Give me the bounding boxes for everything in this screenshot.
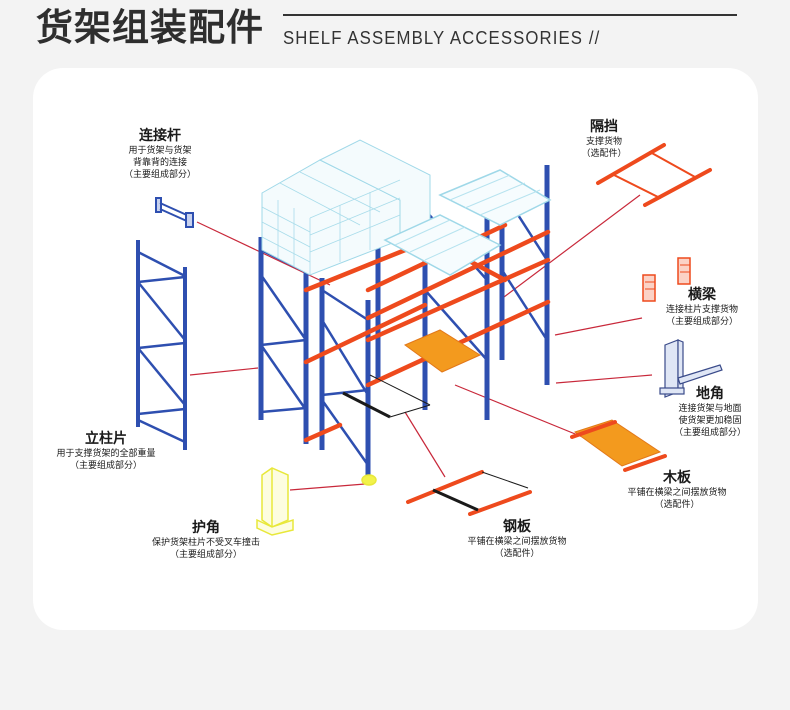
label-name: 隔挡 — [590, 119, 618, 135]
label-name: 木板 — [663, 470, 691, 486]
label-desc: 支撑货物 — [585, 137, 622, 147]
label-name: 横梁 — [688, 287, 716, 303]
leader-guard — [289, 483, 366, 491]
installed-column-guard — [361, 474, 377, 486]
label-name: 钢板 — [503, 519, 531, 535]
column-guard-part — [256, 467, 377, 536]
title-divider — [283, 14, 737, 16]
label-desc: 连接柱片支撑货物 — [665, 305, 738, 315]
label-beam: 横梁 连接柱片支撑货物 （主要组成部分） — [640, 286, 764, 328]
label-desc: 用于货架与货架 — [128, 146, 192, 156]
connector-part — [155, 197, 194, 228]
label-desc: 用于支撑货架的全部重量 — [56, 449, 156, 459]
label-floor-anchor: 地角 连接货架与地面 使货架更加稳固 （主要组成部分） — [660, 385, 760, 439]
label-desc: （主要组成部分） — [69, 461, 142, 471]
label-desc: （选配件） — [581, 149, 627, 159]
label-desc: 背靠背的连接 — [132, 158, 187, 168]
label-name: 连接杆 — [139, 128, 181, 144]
page-subtitle: SHELF ASSEMBLY ACCESSORIES // — [283, 28, 601, 48]
divider-part — [596, 143, 712, 207]
pallet-load — [261, 139, 431, 276]
label-column-guard: 护角 保护货架柱片不受叉车撞击 （主要组成部分） — [138, 519, 274, 561]
floor-anchor-part — [659, 339, 723, 398]
label-desc: （选配件） — [494, 549, 540, 559]
label-wood-board: 木板 平铺在横梁之间摆放货物 （选配件） — [612, 469, 742, 511]
label-connector: 连接杆 用于货架与货架 背靠背的连接 （主要组成部分） — [97, 127, 223, 181]
leader-beam — [554, 317, 643, 336]
upright-frame-part — [136, 240, 187, 450]
leader-steel — [404, 411, 446, 478]
label-divider: 隔挡 支撑货物 （选配件） — [564, 118, 644, 160]
label-desc: 平铺在横梁之间摆放货物 — [467, 537, 567, 547]
label-desc: 连接货架与地面 — [678, 404, 742, 414]
leader-upright — [189, 367, 259, 376]
label-name: 立柱片 — [85, 431, 127, 447]
installed-wood-board — [403, 329, 482, 373]
label-upright-frame: 立柱片 用于支撑货架的全部重量 （主要组成部分） — [44, 430, 168, 472]
label-desc: 保护货架柱片不受叉车撞击 — [151, 538, 260, 548]
wood-board-part — [570, 419, 667, 472]
steel-panel-part — [406, 470, 532, 516]
label-name: 地角 — [696, 386, 724, 402]
label-desc: （主要组成部分） — [673, 428, 746, 438]
label-desc: （选配件） — [654, 500, 700, 510]
leader-wood — [454, 384, 586, 439]
label-desc: 平铺在横梁之间摆放货物 — [627, 488, 727, 498]
pallets-empty — [383, 169, 552, 276]
leader-anchor — [555, 374, 653, 384]
label-desc: （主要组成部分） — [169, 550, 242, 560]
installed-steel-panel — [342, 374, 431, 419]
label-desc: （主要组成部分） — [665, 317, 738, 327]
label-steel-panel: 钢板 平铺在横梁之间摆放货物 （选配件） — [452, 518, 582, 560]
leader-divider — [499, 194, 641, 301]
label-name: 护角 — [192, 520, 220, 536]
beam-part — [642, 257, 691, 302]
label-desc: 使货架更加稳固 — [678, 416, 742, 426]
label-desc: （主要组成部分） — [123, 170, 196, 180]
page-title: 货架组装配件 — [36, 6, 264, 49]
